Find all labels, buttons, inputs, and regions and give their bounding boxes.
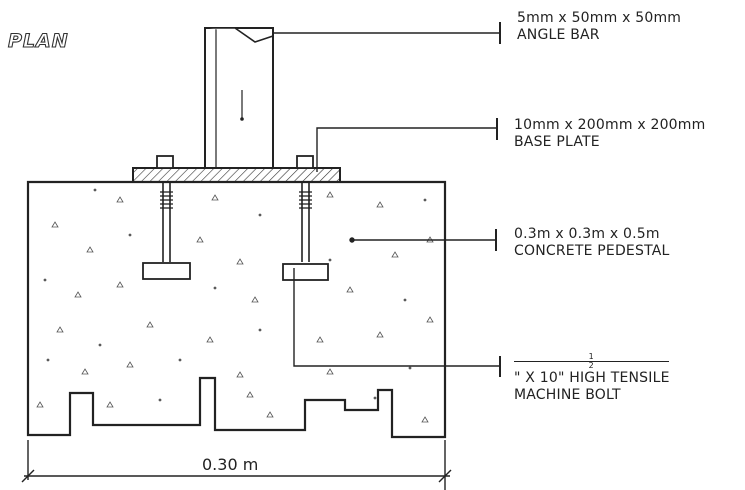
aggregate-dot	[258, 328, 262, 332]
aggregate-dot	[213, 286, 217, 290]
aggregate-triangle	[251, 296, 259, 303]
aggregate-dot	[178, 358, 182, 362]
pedestal-name: CONCRETE PEDESTAL	[514, 243, 670, 259]
aggregate-triangle	[346, 286, 354, 293]
aggregate-dot	[408, 366, 412, 370]
pedestal-dimensions: 0.3m x 0.3m x 0.5m	[514, 226, 660, 242]
aggregate-triangle	[246, 391, 254, 398]
bolt-name: MACHINE BOLT	[514, 387, 621, 403]
aggregate-triangle	[81, 368, 89, 375]
angle-bar-dimensions: 5mm x 50mm x 50mm	[517, 10, 682, 26]
aggregate-triangle	[36, 401, 44, 408]
aggregate-dot	[258, 213, 262, 217]
aggregate-triangle	[236, 371, 244, 378]
pedestal-label: 0.3m x 0.3m x 0.5m CONCRETE PEDESTAL	[514, 226, 670, 260]
aggregate-triangle	[126, 361, 134, 368]
width-dimension-label: 0.30 m	[202, 455, 259, 474]
aggregate-triangle	[51, 221, 59, 228]
concrete-pedestal	[26, 180, 447, 439]
concrete-aggregate	[36, 188, 434, 423]
aggregate-triangle	[116, 196, 124, 203]
aggregate-dot	[128, 233, 132, 237]
aggregate-dot	[328, 258, 332, 262]
aggregate-dot	[43, 278, 47, 282]
aggregate-dot	[158, 398, 162, 402]
aggregate-dot	[93, 188, 97, 192]
aggregate-triangle	[376, 201, 384, 208]
angle-bar	[204, 27, 274, 169]
base-plate-name: BASE PLATE	[514, 134, 600, 150]
angle-bar-name: ANGLE BAR	[517, 27, 600, 43]
aggregate-triangle	[106, 401, 114, 408]
base-plate-dimensions: 10mm x 200mm x 200mm	[514, 117, 706, 133]
aggregate-triangle	[316, 336, 324, 343]
aggregate-triangle	[326, 191, 334, 198]
aggregate-triangle	[326, 368, 334, 375]
dimension-line	[21, 440, 452, 490]
aggregate-triangle	[376, 331, 384, 338]
aggregate-triangle	[211, 194, 219, 201]
angle-bar-label: 5mm x 50mm x 50mm ANGLE BAR	[517, 10, 681, 44]
aggregate-triangle	[86, 246, 94, 253]
aggregate-triangle	[196, 236, 204, 243]
aggregate-triangle	[426, 316, 434, 323]
aggregate-dot	[98, 343, 102, 347]
aggregate-triangle	[74, 291, 82, 298]
aggregate-dot	[46, 358, 50, 362]
plan-title: PLAN	[7, 29, 69, 52]
leader-lines	[273, 22, 501, 377]
aggregate-dot	[373, 396, 377, 400]
aggregate-triangle	[116, 281, 124, 288]
aggregate-dot	[423, 198, 427, 202]
aggregate-dot	[403, 298, 407, 302]
aggregate-triangle	[56, 326, 64, 333]
aggregate-triangle	[266, 411, 274, 418]
machine-bolt-left	[142, 155, 191, 280]
aggregate-triangle	[146, 321, 154, 328]
base-plate	[132, 167, 341, 183]
aggregate-triangle	[391, 251, 399, 258]
aggregate-triangle	[421, 416, 429, 423]
aggregate-triangle	[236, 258, 244, 265]
base-plate-label: 10mm x 200mm x 200mm BASE PLATE	[514, 117, 705, 151]
aggregate-triangle	[206, 336, 214, 343]
